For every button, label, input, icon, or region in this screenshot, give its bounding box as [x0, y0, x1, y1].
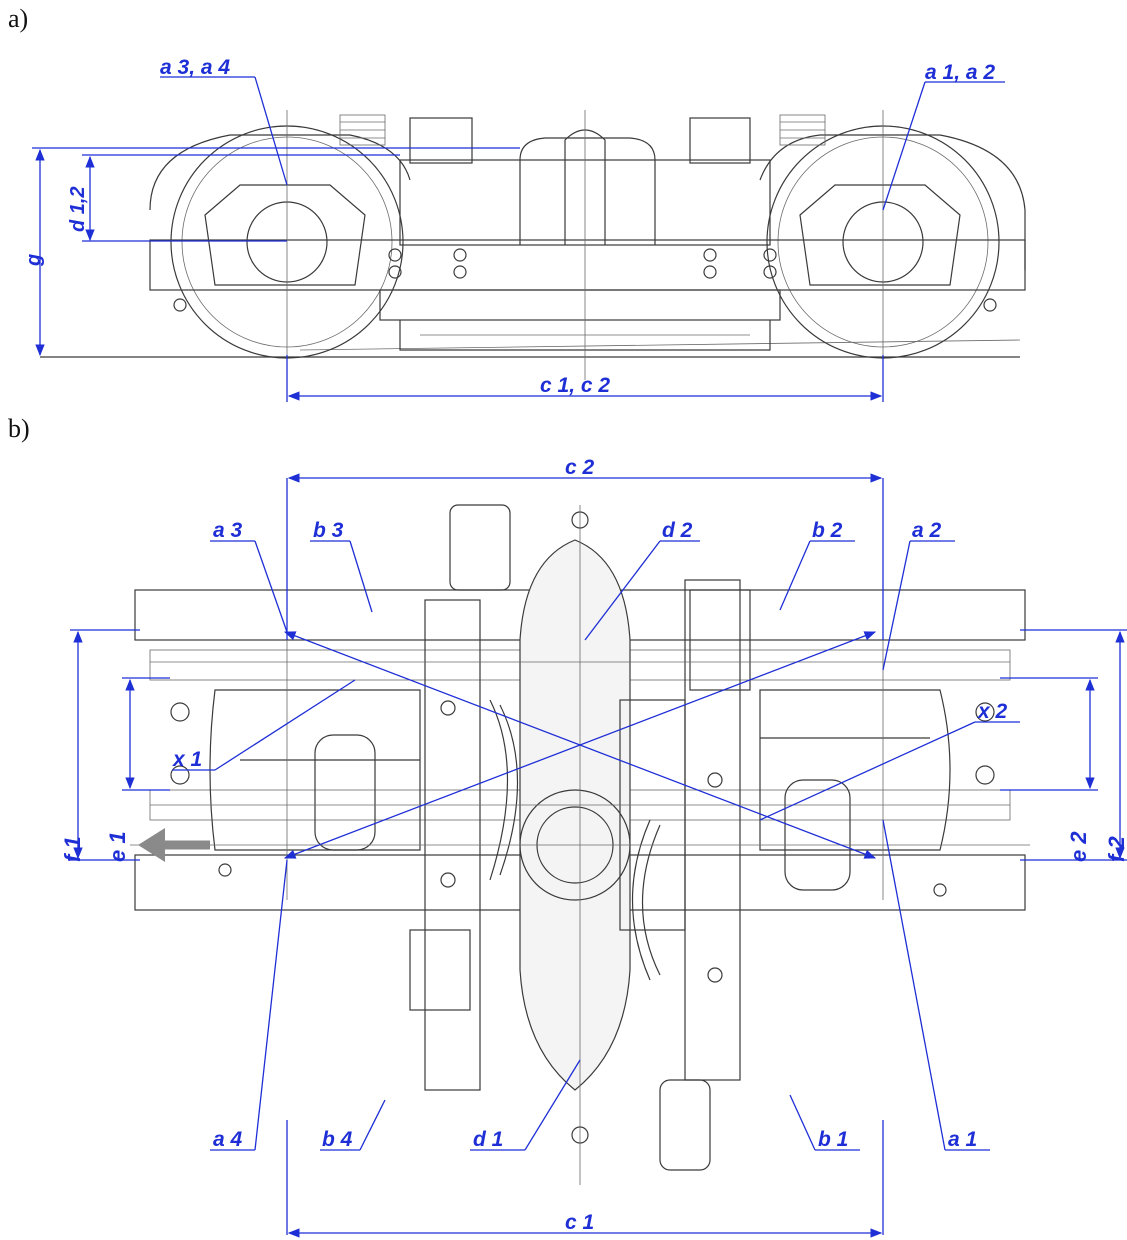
annotation-b1: b 1: [818, 1128, 848, 1151]
annotation-c2: c 2: [565, 456, 595, 479]
annotation-b2: b 2: [812, 519, 843, 542]
side-view-drawing: [40, 110, 1026, 380]
annotation-f2: f 2: [1104, 836, 1127, 862]
annotation-g: g: [23, 254, 45, 267]
annotation-a34: a 3, a 4: [160, 56, 230, 79]
annotation-a12: a 1, a 2: [925, 61, 995, 84]
annotation-a3: a 3: [213, 519, 243, 542]
annotation-b3: b 3: [313, 519, 344, 542]
annotation-f1: f 1: [60, 836, 85, 862]
annotation-b4: b 4: [322, 1128, 353, 1151]
annotation-e1: e 1: [105, 831, 130, 862]
annotation-a1: a 1: [948, 1128, 977, 1151]
annotation-c1: c 1: [565, 1211, 594, 1234]
annotation-x2: x 2: [977, 700, 1008, 723]
annotation-d12: d 1,2: [67, 186, 89, 232]
annotation-x1: x 1: [172, 748, 202, 771]
top-view-annotations: c 2 a 3 b 3 d 2 b 2 a 2 x 1 x 2 f 1 e 1 …: [60, 456, 1127, 1238]
top-view-drawing: [130, 504, 1030, 1185]
direction-arrow: [138, 828, 210, 862]
annotation-a2: a 2: [912, 519, 942, 542]
panel-label-b: b): [8, 414, 30, 443]
panel-label-a: a): [8, 4, 29, 33]
annotation-d2: d 2: [662, 519, 693, 542]
side-view-annotations: a 3, a 4 a 1, a 2 d 1,2 g c 1, c 2: [23, 56, 1005, 402]
annotation-a4: a 4: [213, 1128, 243, 1151]
annotation-d1: d 1: [473, 1128, 503, 1151]
annotation-e2: e 2: [1066, 831, 1091, 862]
annotation-c12: c 1, c 2: [540, 374, 610, 397]
